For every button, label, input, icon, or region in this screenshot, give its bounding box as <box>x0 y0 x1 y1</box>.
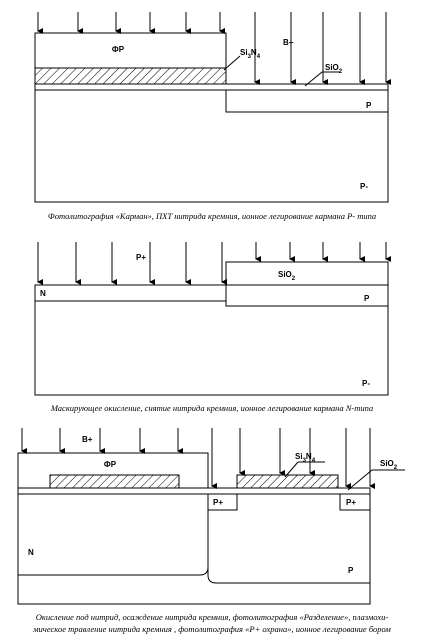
caption-2: Маскирующее окисление, снятие нитрида кр… <box>50 403 373 413</box>
oxide-callout-1 <box>304 71 323 87</box>
oxide-layer-1 <box>34 83 389 91</box>
pocket-label-2: P <box>364 294 370 303</box>
oxide-label-1: SiO2 <box>325 63 343 75</box>
n-region-3 <box>18 510 209 576</box>
nitride-pad-left-3 <box>49 474 180 489</box>
n-label-2: N <box>40 289 46 298</box>
nitride-label-1: Si3N4 <box>240 48 261 60</box>
ion-label-1: B+ <box>283 38 294 47</box>
resist-label-3: ФР <box>104 460 117 469</box>
pplus-left-label-3: P+ <box>213 498 223 507</box>
nitride-layer-1 <box>34 67 227 85</box>
oxide-label-2: SiO2 <box>278 270 296 282</box>
p-well-3 <box>207 510 370 584</box>
p-pocket-2 <box>225 285 388 307</box>
panel-1: ФР B+ Si3N4 SiO2 P P- Фотолитография «Ка… <box>34 12 391 221</box>
pplus-box-left-3 <box>207 493 238 511</box>
p-pocket-1 <box>225 90 388 113</box>
ion-arrows-3 <box>21 428 375 489</box>
ion-label-2: P+ <box>136 253 146 262</box>
oxide-layer-3 <box>17 487 371 495</box>
nitride-callout-3 <box>284 461 299 478</box>
nitride-pad-right-3 <box>236 474 339 489</box>
pplus-box-right-3 <box>339 493 371 511</box>
substrate-1 <box>34 89 389 203</box>
resist-label-1: ФР <box>112 45 125 54</box>
caption-3-line-2: мическое травление нитрида кремния , фот… <box>32 624 391 634</box>
oxide-label-3: SiO2 <box>380 459 398 471</box>
caption-3-line-1: Окисление под нитрид, осаждение нитрида … <box>36 612 389 622</box>
nitride-callout-1 <box>223 55 241 71</box>
n-label-3: N <box>28 548 34 557</box>
ion-arrows-2 <box>37 242 391 285</box>
substrate-label-2: P- <box>362 379 370 388</box>
substrate-label-1: P- <box>360 182 368 191</box>
substrate-2 <box>34 284 389 396</box>
oxide-callout-3 <box>347 469 373 491</box>
ion-label-3: B+ <box>82 435 93 444</box>
panel-2: P+ SiO2 N P P- Маскирующее окисление, сн… <box>34 242 391 413</box>
substrate-3 <box>17 493 371 605</box>
pocket-label-1: P <box>366 101 372 110</box>
panel-3: ФР B+ Si3N4 SiO2 P+ P+ N P Окисление под… <box>17 428 405 634</box>
pplus-right-label-3: P+ <box>346 498 356 507</box>
photoresist-1 <box>34 32 227 69</box>
nitride-label-3: Si3N4 <box>295 452 316 464</box>
p-label-3: P <box>348 566 354 575</box>
ion-arrows-1 <box>37 12 391 85</box>
oxide-thick-2 <box>225 261 389 286</box>
caption-1: Фотолитография «Карман», ПХТ нитрида кре… <box>48 211 376 221</box>
